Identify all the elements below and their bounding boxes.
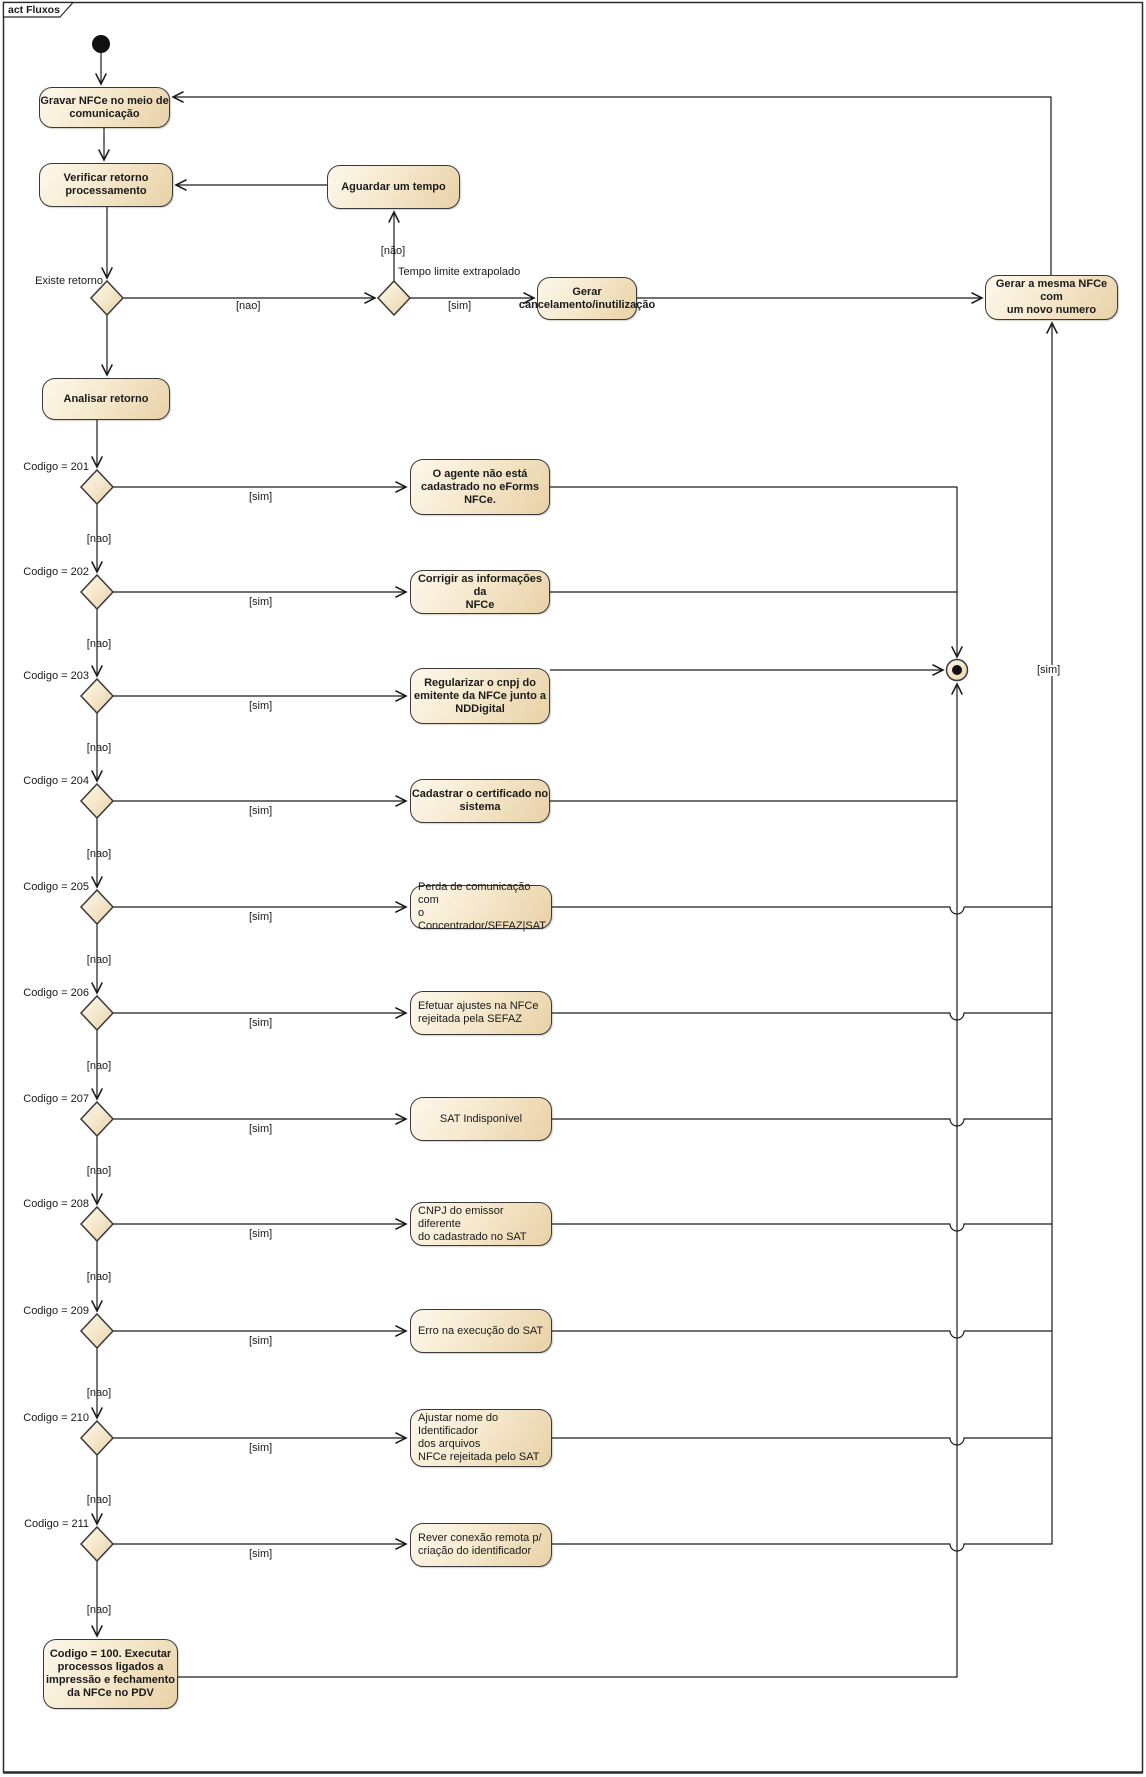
decision-codigo-204[interactable] — [79, 782, 115, 820]
action-codigo-211[interactable]: Rever conexão remota p/ criação do ident… — [410, 1523, 552, 1567]
decision-codigo-206[interactable] — [79, 994, 115, 1032]
diagram-frame-tab-label: act Fluxos — [8, 4, 60, 16]
guard-label-sim-202: [sim] — [249, 596, 273, 608]
activity-gerar-cancelamento[interactable]: Gerar cancelamento/inutilização — [519, 277, 655, 320]
action-codigo-206[interactable]: Efetuar ajustes na NFCe rejeitada pela S… — [410, 991, 552, 1035]
guard-label-sim-205: [sim] — [249, 911, 273, 923]
guard-label-nao-205: [nao] — [86, 954, 112, 966]
action-codigo-202[interactable]: Corrigir as informações da NFCe — [410, 570, 550, 614]
initial-node[interactable] — [92, 35, 110, 53]
guard-label-sim-210: [sim] — [249, 1442, 273, 1454]
decision-codigo-207[interactable] — [79, 1100, 115, 1138]
decision-label-codigo-204: Codigo = 204 — [23, 775, 89, 787]
guard-label-sim-208: [sim] — [249, 1228, 273, 1240]
guard-label-nao-tempo-limite: [não] — [380, 245, 406, 257]
decision-existe-retorno[interactable] — [89, 279, 125, 317]
guard-label-sim-gerar-mesma: [sim] — [1034, 665, 1064, 676]
action-codigo-204[interactable]: Cadastrar o certificado no sistema — [410, 779, 550, 823]
decision-codigo-211[interactable] — [79, 1525, 115, 1563]
guard-label-sim-209: [sim] — [249, 1335, 273, 1347]
guard-label-nao-208: [nao] — [86, 1271, 112, 1283]
guard-label-nao-201: [nao] — [86, 533, 112, 545]
decision-label-codigo-211: Codigo = 211 — [24, 1518, 89, 1530]
guard-label-nao-202: [nao] — [86, 638, 112, 650]
action-codigo-201[interactable]: O agente não está cadastrado no eForms N… — [410, 459, 550, 515]
decision-label-codigo-209: Codigo = 209 — [23, 1305, 89, 1317]
activity-gravar-nfce[interactable]: Gravar NFCe no meio de comunicação — [39, 87, 170, 128]
decision-codigo-208[interactable] — [79, 1205, 115, 1243]
guard-label-nao-204: [nao] — [86, 848, 112, 860]
activity-analisar-retorno[interactable]: Analisar retorno — [42, 378, 170, 420]
guard-label-nao-206: [nao] — [86, 1060, 112, 1072]
activity-verificar-retorno[interactable]: Verificar retorno processamento — [39, 163, 173, 207]
action-codigo-208[interactable]: CNPJ do emissor diferente do cadastrado … — [410, 1202, 552, 1246]
action-codigo-210[interactable]: Ajustar nome do Identificador dos arquiv… — [410, 1409, 552, 1467]
guard-label-sim-204: [sim] — [249, 805, 273, 817]
decision-codigo-202[interactable] — [79, 573, 115, 611]
guard-label-nao-209: [nao] — [86, 1387, 112, 1399]
guard-label-sim-206: [sim] — [249, 1017, 273, 1029]
action-codigo-203[interactable]: Regularizar o cnpj do emitente da NFCe j… — [410, 668, 550, 724]
guard-label-sim-207: [sim] — [249, 1123, 273, 1135]
decision-codigo-203[interactable] — [79, 677, 115, 715]
action-codigo-100[interactable]: Codigo = 100. Executar processos ligados… — [43, 1639, 178, 1709]
decision-label-codigo-202: Codigo = 202 — [23, 566, 89, 578]
decision-codigo-210[interactable] — [79, 1419, 115, 1457]
decision-label-codigo-207: Codigo = 207 — [23, 1093, 89, 1105]
decision-label-codigo-210: Codigo = 210 — [23, 1412, 89, 1424]
guard-label-nao-203: [nao] — [86, 742, 112, 754]
guard-label-sim-tempo-limite: [sim] — [448, 300, 472, 312]
decision-codigo-209[interactable] — [79, 1312, 115, 1350]
guard-label-sim-201: [sim] — [249, 491, 273, 503]
decision-tempo-limite[interactable] — [376, 279, 412, 317]
decision-codigo-205[interactable] — [79, 888, 115, 926]
diagram-frame-tab-shape — [2, 1, 75, 18]
guard-label-nao-210: [nao] — [86, 1494, 112, 1506]
guard-label-nao-existe-retorno: [nao] — [236, 300, 261, 312]
guard-label-sim-203: [sim] — [249, 700, 273, 712]
decision-label-codigo-206: Codigo = 206 — [23, 987, 89, 999]
decision-label-codigo-201: Codigo = 201 — [23, 461, 89, 473]
action-codigo-209[interactable]: Erro na execução do SAT — [410, 1309, 552, 1353]
decision-codigo-201[interactable] — [79, 468, 115, 506]
guard-label-nao-211: [nao] — [86, 1604, 112, 1616]
activity-final-node[interactable] — [945, 658, 969, 682]
decision-label-codigo-203: Codigo = 203 — [23, 670, 89, 682]
guard-label-nao-207: [nao] — [86, 1165, 112, 1177]
guard-label-sim-211: [sim] — [249, 1548, 273, 1560]
decision-label-existe-retorno: Existe retorno — [35, 275, 103, 287]
action-codigo-207[interactable]: SAT Indisponível — [410, 1097, 552, 1141]
decision-label-codigo-205: Codigo = 205 — [23, 881, 89, 893]
action-codigo-205[interactable]: Perda de comunicação com o Concentrador/… — [410, 881, 552, 932]
activity-gerar-mesma-nfce[interactable]: Gerar a mesma NFCe com um novo numero — [985, 275, 1118, 320]
decision-label-tempo-limite: Tempo limite extrapolado — [398, 266, 521, 278]
decision-label-codigo-208: Codigo = 208 — [23, 1198, 89, 1210]
activity-aguardar-um-tempo[interactable]: Aguardar um tempo — [327, 165, 460, 209]
